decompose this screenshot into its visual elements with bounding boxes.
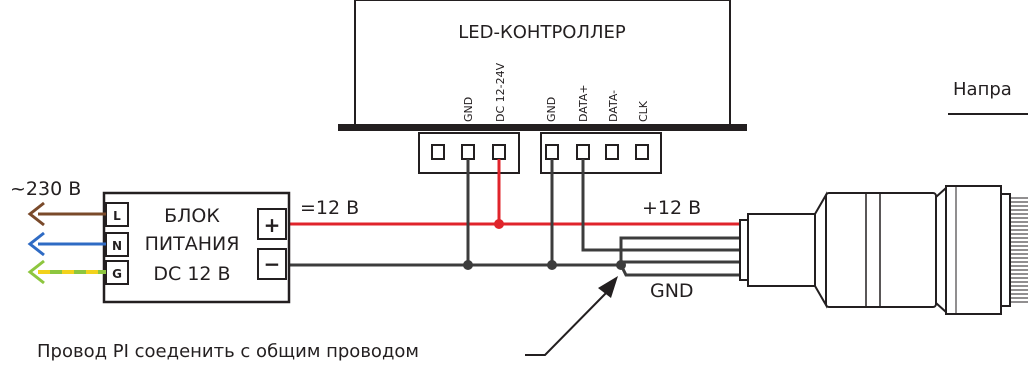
power-supply-title-line2: ПИТАНИЯ <box>145 233 240 255</box>
pin-label-data-minus: DATA- <box>607 90 620 122</box>
pin-label-power-dc: DC 12-24V <box>494 62 507 122</box>
pi-wire <box>619 236 740 265</box>
terminal-g-label: G <box>112 267 122 281</box>
note-arrowhead <box>598 276 618 298</box>
dc-output-label: =12 В <box>300 197 359 219</box>
power-supply-title-line1: БЛОК <box>164 205 220 227</box>
note-leader-line <box>525 290 609 356</box>
power-supply-title-line3: DC 12 В <box>153 263 230 285</box>
gnd-label: GND <box>650 280 694 302</box>
strip-connector <box>739 185 1028 315</box>
connector-ribbing <box>1010 197 1028 303</box>
pi-wire-note: Провод PI соеденить с общим проводом <box>37 341 419 362</box>
terminal-l-label: L <box>113 209 121 223</box>
pin-label-data-gnd: GND <box>545 97 558 122</box>
pin-label-power-gnd: GND <box>462 97 475 122</box>
controller-base-plate <box>338 124 747 131</box>
pin-label-clk: CLK <box>637 100 650 122</box>
led-controller: LED-КОНТРОЛЛЕР GND DC 12-24V GND DATA+ D… <box>338 0 747 174</box>
output-minus-sign: − <box>264 252 281 276</box>
gnd-junction-dot-1 <box>463 260 473 270</box>
gnd-junction-dot-2 <box>547 260 557 270</box>
mains-wires <box>27 201 106 285</box>
gnd-wire-to-connector <box>619 264 740 277</box>
data-plus-wire <box>581 159 740 252</box>
pin-label-data-plus: DATA+ <box>577 84 590 122</box>
red-junction-dot <box>494 219 504 229</box>
output-plus-sign: + <box>264 213 281 237</box>
direction-label: Напра <box>953 79 1012 100</box>
wires <box>289 159 740 277</box>
terminal-n-label: N <box>112 239 122 253</box>
controller-body <box>354 0 731 127</box>
plus-12v-label: +12 В <box>642 197 701 219</box>
controller-title: LED-КОНТРОЛЛЕР <box>458 22 626 43</box>
power-supply: L N G БЛОК ПИТАНИЯ DC 12 В + − <box>102 191 291 304</box>
mains-voltage-label: ~230 В <box>10 178 81 200</box>
